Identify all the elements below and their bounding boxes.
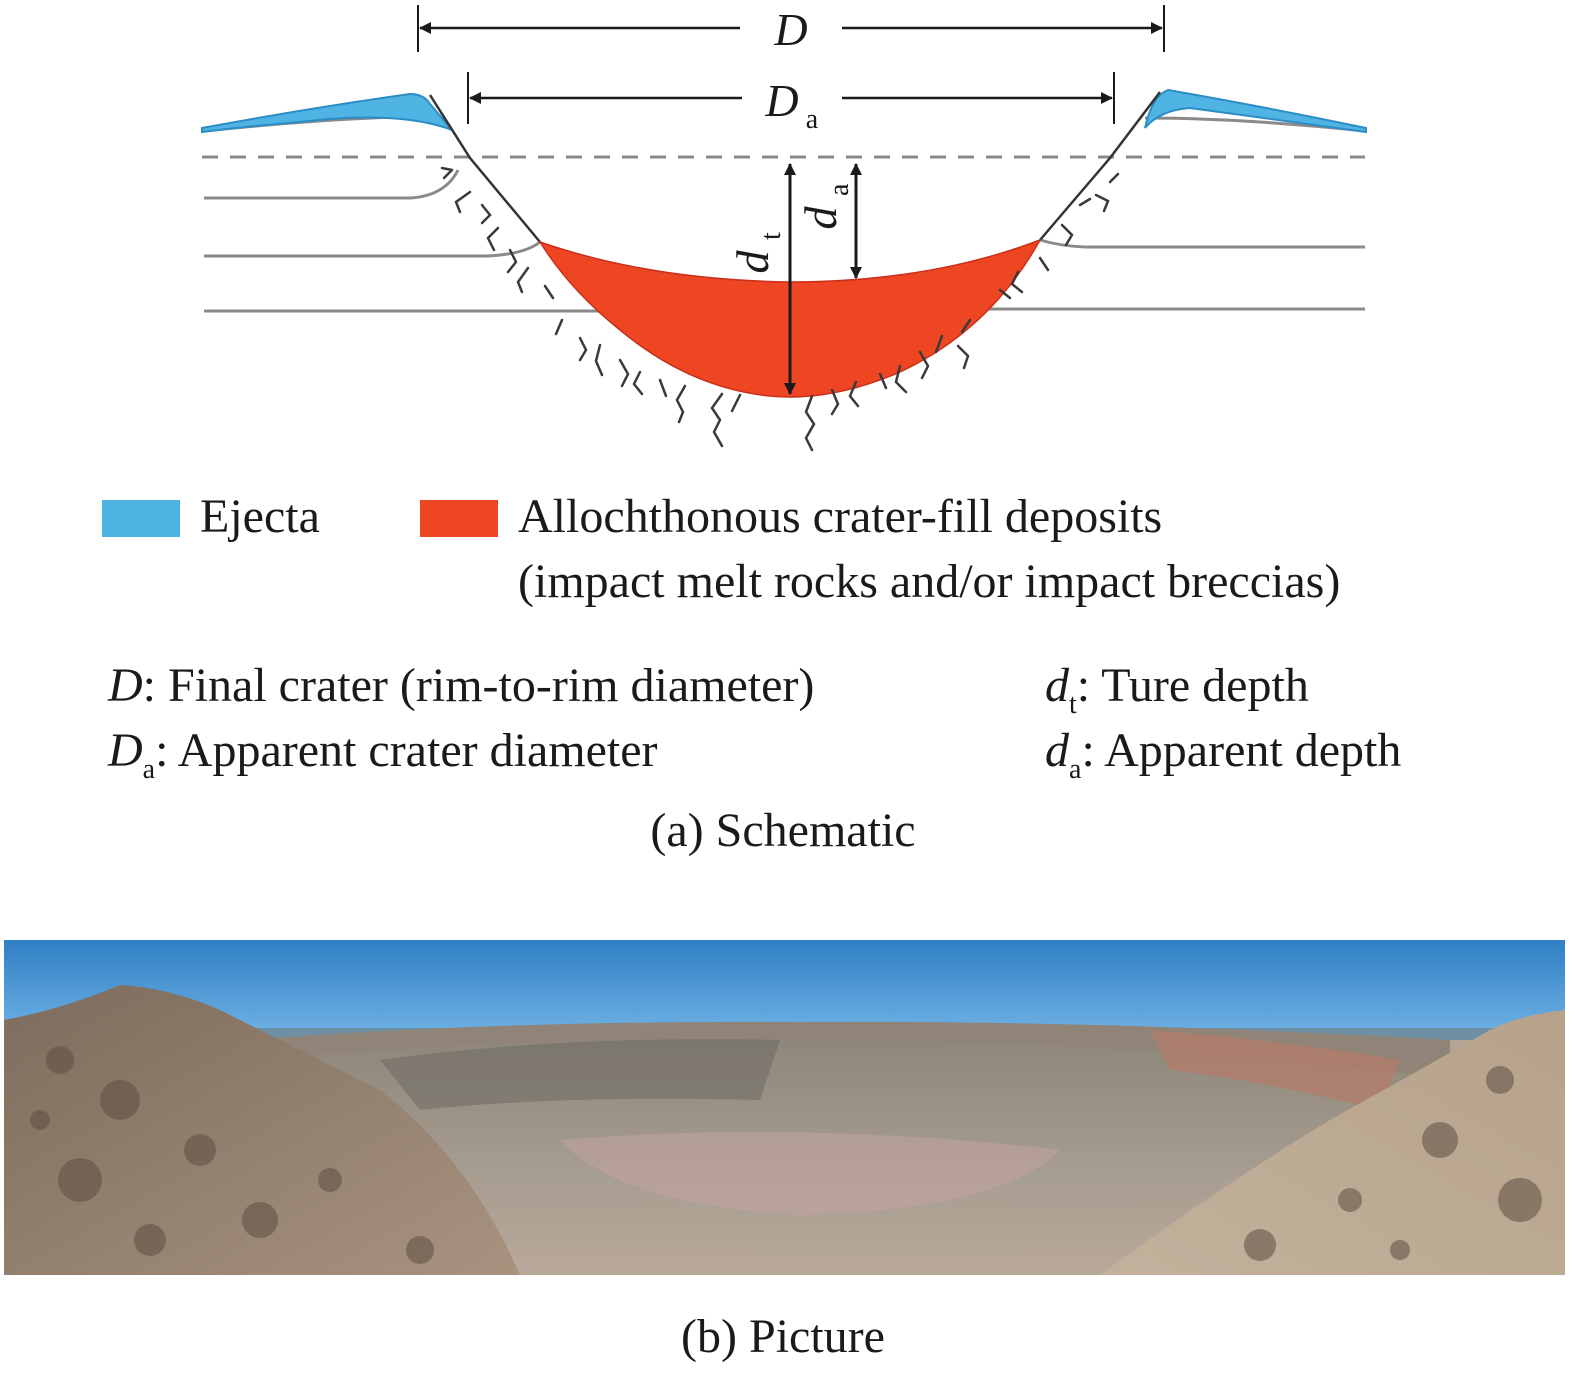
dim-D-label: D [773, 4, 807, 55]
caption-b: (b) Picture [681, 1310, 885, 1363]
legend-swatch-fill [420, 500, 498, 537]
dim-dt-subscript: t [756, 232, 787, 240]
near-left-rim [4, 985, 520, 1275]
near-right-rim [1100, 1010, 1565, 1275]
legend-ejecta-label: Ejecta [200, 490, 320, 543]
pink-floor [560, 1132, 1060, 1215]
dim-da-label: d [795, 206, 846, 230]
dim-dt-label: d [727, 250, 778, 274]
fractures [440, 166, 1120, 452]
rock-texture [30, 1046, 1542, 1264]
caption-a: (a) Schematic [650, 804, 915, 857]
definitions: D: Final crater (rim-to-rim diameter) Da… [107, 659, 1401, 785]
dim-Da-subscript: a [806, 104, 819, 135]
red-bank [1150, 1030, 1400, 1110]
inner-wall-shadow [380, 1039, 780, 1110]
dimension-da: d a [795, 163, 862, 279]
legend-fill-label-line1: Allochthonous crater-fill deposits [518, 490, 1162, 543]
definition-da: da: Apparent depth [1045, 724, 1401, 785]
schematic: D D a [201, 4, 1367, 452]
crater-photo [4, 940, 1565, 1275]
dimension-D: D [417, 4, 1165, 55]
definition-dt: dt: Ture depth [1045, 659, 1309, 720]
legend-swatch-ejecta [102, 500, 180, 537]
definition-D: D: Final crater (rim-to-rim diameter) [107, 659, 814, 712]
dim-da-subscript: a [824, 183, 855, 196]
crater-profile [428, 91, 1161, 243]
dim-Da-label: D [764, 75, 798, 126]
definition-Da: Da: Apparent crater diameter [107, 724, 658, 785]
sky [4, 940, 1565, 1035]
legend-fill-label-line2: (impact melt rocks and/or impact breccia… [518, 555, 1340, 608]
dimension-Da: D a [467, 72, 1115, 135]
dimension-dt: d t [727, 163, 796, 395]
legend: Ejecta Allochthonous crater-fill deposit… [102, 490, 1340, 608]
